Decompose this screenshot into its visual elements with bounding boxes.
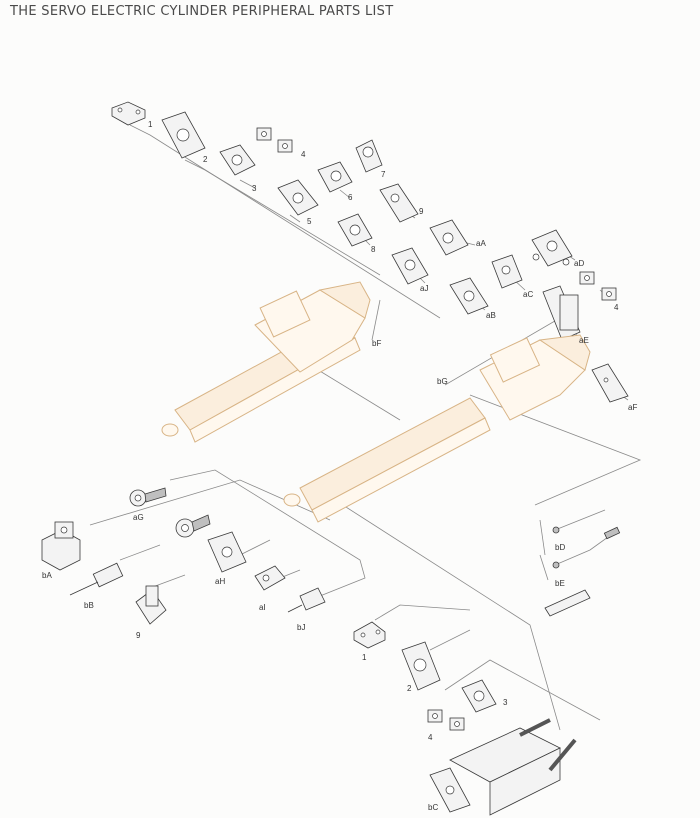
part-labels: 1 2 3 4 5 6 7 8 9 aA aJ aB aC aD 4 aE bF… <box>42 120 637 812</box>
part-bC-guide-unit <box>429 718 577 816</box>
label-bC: bC <box>428 803 438 812</box>
part-aE-bracket <box>542 285 581 341</box>
label-bF: bF <box>372 339 381 348</box>
part-bJ-floating-joint <box>287 587 326 613</box>
label-bD: bD <box>555 543 565 552</box>
part-aB-flange <box>449 277 489 315</box>
label-3: 3 <box>252 184 257 193</box>
label-bJ: bJ <box>297 623 305 632</box>
label-bG: bG <box>437 377 448 386</box>
part-c2-flange-plate <box>401 641 441 691</box>
part-7-pivot-mount <box>355 139 383 173</box>
part-bA-clevis-foot <box>41 521 81 571</box>
label-1: 1 <box>148 120 153 129</box>
part-4b-blocks <box>579 271 617 301</box>
label-6: 6 <box>348 193 353 202</box>
part-5-flange <box>277 179 319 216</box>
part-aJ-flange <box>391 247 429 285</box>
label-5: 5 <box>307 217 312 226</box>
label-aD: aD <box>574 259 584 268</box>
label-aF: aF <box>628 403 637 412</box>
label-aB: aB <box>486 311 496 320</box>
label-aH: aH <box>215 577 225 586</box>
part-2-flange-plate <box>161 111 206 159</box>
sensor-rail <box>544 589 591 617</box>
label-bA: bA <box>42 571 52 580</box>
label-c3: 3 <box>503 698 508 707</box>
part-8-flange <box>337 213 373 247</box>
part-6-pillow-block <box>317 161 353 193</box>
part-aG-rod-end <box>129 487 167 507</box>
label-2: 2 <box>203 155 208 164</box>
part-aH-flange-plate <box>207 531 247 573</box>
part-aI-rod-clevis <box>254 565 286 591</box>
label-bE: bE <box>555 579 565 588</box>
label-9b: 9 <box>136 631 141 640</box>
label-aC: aC <box>523 290 533 299</box>
part-aX-rod-eye <box>175 514 211 538</box>
part-c4-blocks <box>427 709 465 731</box>
part-4-blocks <box>256 127 293 153</box>
label-8: 8 <box>371 245 376 254</box>
cylinder-bF <box>161 281 371 443</box>
label-c4: 4 <box>428 733 433 742</box>
label-aI: aI <box>259 603 266 612</box>
part-9-clevis <box>379 183 419 223</box>
part-aD-bearing-mount <box>531 229 573 267</box>
part-bB-threaded-clevis <box>69 562 124 596</box>
part-aC-pillow-block <box>491 254 523 289</box>
label-aE: aE <box>579 336 589 345</box>
label-4: 4 <box>301 150 306 159</box>
label-7: 7 <box>381 170 386 179</box>
label-bB: bB <box>84 601 94 610</box>
part-9b-clevis-mount <box>135 585 167 625</box>
part-c1-foot-bracket <box>353 621 386 649</box>
label-aA: aA <box>476 239 486 248</box>
part-3-trunnion-flange <box>219 144 256 176</box>
label-4b: 4 <box>614 303 619 312</box>
part-1-foot-bracket <box>111 101 146 126</box>
label-aG: aG <box>133 513 144 522</box>
label-c1: 1 <box>362 653 367 662</box>
sensor-bE <box>552 526 621 569</box>
cylinder-bG <box>283 334 591 523</box>
label-9: 9 <box>419 207 424 216</box>
label-aJ: aJ <box>420 284 428 293</box>
part-c3-trunnion <box>461 679 497 713</box>
page-title: THE SERVO ELECTRIC CYLINDER PERIPHERAL P… <box>10 4 394 19</box>
label-c2: 2 <box>407 684 412 693</box>
sensor-bD <box>552 509 606 534</box>
part-aF-angle-bracket <box>591 363 629 403</box>
part-aA-trunnion <box>429 219 469 256</box>
